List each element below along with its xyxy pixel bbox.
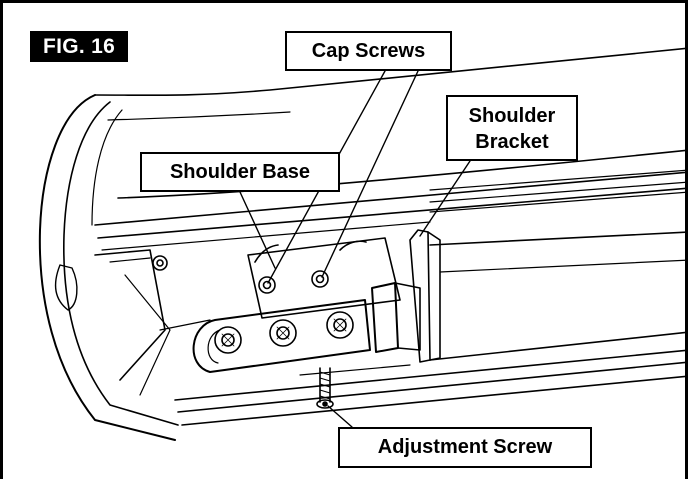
- leader-shoulder-base: [239, 191, 276, 269]
- cap-screw-2: [311, 270, 329, 288]
- cap-screw-1: [258, 276, 276, 294]
- end-cap-inner: [63, 101, 179, 426]
- figure-number-label: FIG. 16: [30, 31, 128, 62]
- leader-adjustment-screw: [327, 405, 353, 428]
- bottom-rail-1: [174, 349, 688, 401]
- arm-extrusion-top: [429, 231, 688, 246]
- bolt-1: [214, 326, 242, 354]
- case-hood-outline: [94, 47, 688, 97]
- bolt-2: [269, 319, 297, 347]
- bolt-3: [326, 311, 354, 339]
- shoulder-base-plate: [247, 237, 401, 319]
- callout-cap-screws: Cap Screws: [285, 31, 452, 71]
- adjustment-screw-drawing: [316, 367, 334, 409]
- top-rail-1: [94, 171, 688, 226]
- callout-shoulder-bracket: Shoulder Bracket: [446, 95, 578, 161]
- callout-cap-screws-text: Cap Screws: [311, 40, 426, 62]
- bracket-upright: [409, 229, 431, 363]
- bottom-rail-2: [177, 361, 688, 413]
- callout-shoulder-base-text: Shoulder Base: [169, 161, 311, 183]
- leader-shoulder-bracket: [419, 160, 471, 237]
- callout-shoulder-base: Shoulder Base: [140, 152, 340, 192]
- leader-cap-screws-2: [321, 70, 419, 278]
- shoulder-bracket: [371, 282, 399, 353]
- callout-shoulder-bracket-line1: Shoulder: [468, 105, 556, 127]
- arm-extrusion-bottom: [429, 331, 688, 361]
- end-cap-outer: [38, 94, 176, 441]
- callout-adjustment-screw-text: Adjustment Screw: [377, 436, 553, 458]
- callout-adjustment-screw: Adjustment Screw: [338, 427, 592, 468]
- shoulder-arm-link: [192, 299, 371, 373]
- top-rail-2: [97, 187, 688, 239]
- callout-shoulder-bracket-line2: Bracket: [475, 131, 549, 153]
